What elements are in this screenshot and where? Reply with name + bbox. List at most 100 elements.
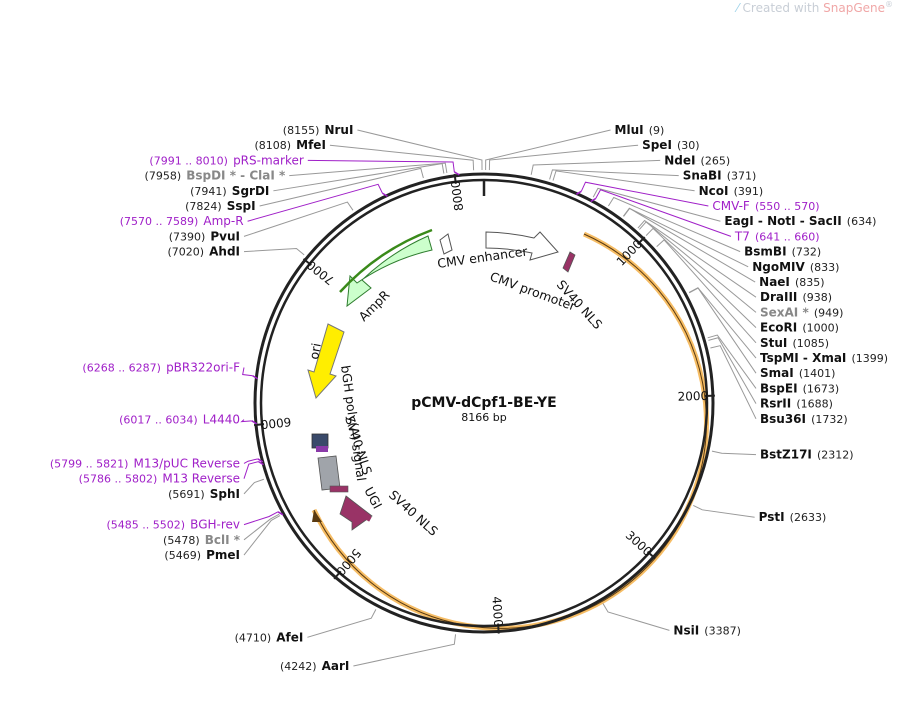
bgh-polya-box[interactable] — [311, 433, 329, 449]
site-sspi-name: SspI — [227, 199, 256, 213]
site-smai-label[interactable]: SmaI (1401) — [760, 362, 835, 381]
plasmid-length: 8166 bp — [461, 411, 506, 424]
tick-label-6000: 6000 — [260, 415, 292, 432]
site-sgrdi-label[interactable]: (7941) SgrDI — [190, 180, 269, 199]
primer-prs-marker-label[interactable]: (7991 .. 8010) pRS-marker — [149, 149, 303, 168]
site-nrui-label[interactable]: (8155) NruI — [283, 119, 354, 138]
primer-prs-marker-mark — [453, 171, 460, 176]
site-draiii-position: (938) — [802, 291, 832, 304]
site-pmei-label[interactable]: (5469) PmeI — [164, 544, 240, 563]
site-bspdi-clai--label[interactable]: (7958) BspDI * - ClaI * — [145, 165, 286, 184]
feature-label-ugi: UGI — [361, 484, 385, 511]
primer-m13-reverse-label[interactable]: (5786 .. 5802) M13 Reverse — [79, 468, 240, 487]
site-bcli--position: (5478) — [163, 534, 200, 547]
site-afei-label[interactable]: (4710) AfeI — [235, 626, 304, 645]
ampr-green-arc — [339, 228, 433, 293]
site-draiii-label[interactable]: DraIII (938) — [760, 286, 832, 305]
primer-m13-puc-reverse-label[interactable]: (5799 .. 5821) M13/pUC Reverse — [50, 452, 240, 471]
site-bspei-leader — [707, 334, 757, 389]
cmv-enhancer-arrow[interactable] — [485, 231, 559, 261]
cds-orange-arc[interactable] — [311, 231, 709, 631]
site-bsu36i-label[interactable]: Bsu36I (1732) — [760, 408, 848, 427]
primer-l4440-label[interactable]: (6017 .. 6034) L4440 — [119, 409, 240, 428]
site-sspi-label[interactable]: (7824) SspI — [185, 195, 256, 214]
primer-l4440-leader — [240, 419, 252, 423]
site-nsii-label[interactable]: NsiI (3387) — [673, 619, 740, 638]
site-rsrii-label[interactable]: RsrII (1688) — [760, 393, 833, 412]
site-eagi-noti-sacii-label[interactable]: EagI - NotI - SacII (634) — [724, 210, 876, 229]
site-mlui-position: (9) — [649, 124, 665, 137]
watermark-icon: ⁄ — [736, 1, 739, 15]
site-bcli--leader — [243, 513, 280, 541]
site-aari-leader — [353, 634, 457, 667]
site-draiii-leader — [637, 219, 757, 298]
primer-bgh-rev-mark — [277, 511, 284, 516]
site-sexai--position: (949) — [814, 306, 844, 319]
site-bsmbi-name: BsmBI — [744, 245, 786, 259]
site-spei-label[interactable]: SpeI (30) — [642, 134, 700, 153]
snapgene-watermark: ⁄ Created with SnapGene® — [737, 0, 893, 15]
site-pmei-position: (5469) — [164, 549, 201, 562]
site-mfei-label[interactable]: (8108) MfeI — [254, 134, 325, 153]
site-ncoi-label[interactable]: NcoI (391) — [699, 180, 764, 199]
primer-pbr322ori-f-position: (6268 .. 6287) — [82, 362, 161, 375]
site-ndei-label[interactable]: NdeI (265) — [664, 149, 730, 168]
site-tspmi-xmai-label[interactable]: TspMI - XmaI (1399) — [760, 347, 888, 366]
gray-feature[interactable] — [317, 455, 341, 491]
site-ncoi-position: (391) — [734, 185, 764, 198]
site-aari-label[interactable]: (4242) AarI — [280, 655, 349, 674]
site-naei-label[interactable]: NaeI (835) — [759, 271, 824, 290]
primer-t7-label[interactable]: T7 (641 .. 660) — [734, 225, 820, 244]
primer-amp-r-position: (7570 .. 7589) — [120, 215, 199, 228]
site-snabi-label[interactable]: SnaBI (371) — [683, 165, 757, 184]
site-bsmbi-label[interactable]: BsmBI (732) — [744, 241, 821, 260]
site-sexai--label[interactable]: SexAI * (949) — [760, 301, 843, 320]
site-bcli--label[interactable]: (5478) BclI * — [163, 529, 241, 548]
primer-cmv-f-mark — [575, 190, 582, 195]
site-psti-name: PstI — [759, 510, 785, 524]
site-nrui-leader — [357, 129, 483, 171]
site-ndei-name: NdeI — [664, 153, 695, 167]
primer-l4440-name: L4440 — [203, 413, 240, 427]
primer-m13-reverse-name: M13 Reverse — [162, 472, 240, 486]
site-psti-label[interactable]: PstI (2633) — [759, 506, 827, 525]
site-spei-name: SpeI — [642, 138, 672, 152]
ampr-arrow[interactable] — [346, 235, 433, 308]
primer-m13-puc-reverse-position: (5799 .. 5821) — [50, 457, 129, 470]
primer-m13-puc-reverse-leader — [243, 458, 258, 464]
site-layer: MluI (9)SpeI (30)NdeI (265)SnaBI (371)Nc… — [145, 119, 889, 674]
primer-amp-r-label[interactable]: (7570 .. 7589) Amp-R — [120, 210, 244, 229]
feature-label-sv40-nls-bottom: SV40 NLS — [386, 487, 441, 539]
site-bstz17i-label[interactable]: BstZ17I (2312) — [760, 444, 854, 463]
site-afei-leader — [307, 609, 377, 638]
site-bspei-name: BspEI — [760, 381, 798, 395]
primer-pbr322ori-f-label[interactable]: (6268 .. 6287) pBR322ori-F — [82, 357, 240, 376]
sv40-nls-mid-box[interactable] — [329, 485, 349, 493]
site-stui-label[interactable]: StuI (1085) — [760, 332, 829, 351]
sv40-nls-bottom-box[interactable] — [351, 507, 372, 522]
site-bstz17i-leader — [711, 450, 757, 456]
primer-cmv-f-label[interactable]: CMV-F (550 .. 570) — [712, 195, 819, 214]
site-mlui-name: MluI — [615, 123, 644, 137]
site-ecori-label[interactable]: EcoRI (1000) — [760, 317, 839, 336]
site-sphi-label[interactable]: (5691) SphI — [168, 483, 240, 502]
site-spei-position: (30) — [677, 139, 700, 152]
site-ahdi-name: AhdI — [209, 245, 240, 259]
site-ahdi-position: (7020) — [167, 246, 204, 259]
primer-bgh-rev-label[interactable]: (5485 .. 5502) BGH-rev — [107, 514, 240, 533]
site-ncoi-name: NcoI — [699, 184, 729, 198]
site-stui-name: StuI — [760, 336, 787, 350]
sv40-nls-left-box[interactable] — [316, 446, 328, 452]
site-mlui-label[interactable]: MluI (9) — [615, 119, 665, 138]
site-sphi-position: (5691) — [168, 488, 205, 501]
site-ngomiv-label[interactable]: NgoMIV (833) — [752, 256, 839, 275]
site-ahdi-label[interactable]: (7020) AhdI — [167, 241, 240, 260]
sv40-nls-top-mark[interactable] — [562, 251, 576, 273]
ori-arrow[interactable] — [307, 323, 345, 400]
site-sspi-position: (7824) — [185, 200, 222, 213]
tick-mark-7000 — [302, 258, 312, 266]
site-pvui-label[interactable]: (7390) PvuI — [169, 225, 240, 244]
site-smai-position: (1401) — [799, 367, 836, 380]
site-ecori-leader — [645, 227, 757, 328]
site-bspei-label[interactable]: BspEI (1673) — [760, 377, 839, 396]
